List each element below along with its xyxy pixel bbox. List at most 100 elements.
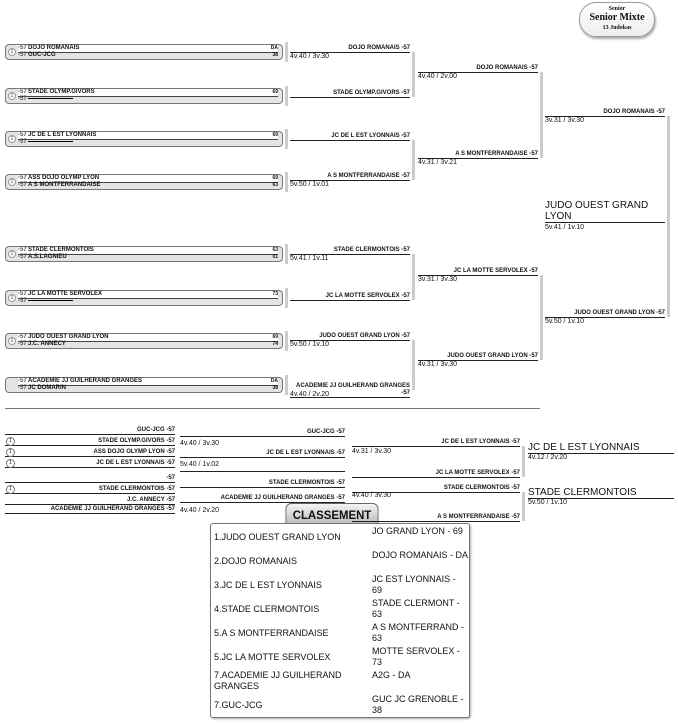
competitor-name: A S MONTFERRANDAISE xyxy=(221,628,329,638)
match-score: 5v.50 / 1v.10 xyxy=(528,499,568,506)
badge-title: Senior Mixte xyxy=(589,12,645,23)
match-score: 4v.31 / 3v.21 xyxy=(418,159,458,166)
match-score: 5v.41 / 1v.11 xyxy=(290,255,329,262)
weight-category: -57 xyxy=(18,182,27,188)
empty-slot xyxy=(28,299,73,301)
winner-line: JC LA MOTTE SERVOLEX -57 xyxy=(290,293,410,301)
competitor-name: ASS DOJO OLYMP LYON xyxy=(28,175,100,181)
competitor-score: 38 xyxy=(272,52,278,58)
seed-icon: 1 xyxy=(8,92,16,100)
ranking-name: 5.JC LA MOTTE SERVOLEX xyxy=(214,652,372,662)
rank-number: 2. xyxy=(214,556,222,566)
connector xyxy=(285,42,288,62)
winner-line: DOJO ROMANAIS -57 xyxy=(545,109,665,117)
ranking-name: 2.DOJO ROMANAIS xyxy=(214,556,372,566)
final-score: 5v.41 / 1v.10 xyxy=(545,224,585,231)
weight-category: -57 xyxy=(18,139,27,145)
seed-icon: 1 xyxy=(6,437,15,446)
competitor-row: -57 xyxy=(18,298,278,305)
repechage-entry: JC DE L EST LYONNAIS -57 xyxy=(180,450,345,458)
competitor-score: DA xyxy=(270,378,278,384)
competitor-score: 69 xyxy=(272,175,278,181)
repechage-entry: JC DE L EST LYONNAIS -57 xyxy=(352,439,520,447)
repechage-entry: GUC-JCG -57 xyxy=(5,427,175,435)
club-name: GUC JC GRENOBLE - 38 xyxy=(372,694,464,715)
winner-line: DOJO ROMANAIS -57 xyxy=(418,65,538,73)
seed-icon: 1 xyxy=(8,250,16,258)
match-score: 3v.31 / 3v.30 xyxy=(545,117,585,124)
connector xyxy=(285,375,288,395)
competitor-name: STADE CLERMONTOIS xyxy=(221,604,320,614)
connector xyxy=(285,129,288,149)
winner-line: JC LA MOTTE SERVOLEX -57 xyxy=(418,268,538,276)
connector xyxy=(412,52,415,97)
match-score: 4v.40 / 3v.30 xyxy=(180,440,220,447)
competitor-row: -57 xyxy=(18,139,278,146)
repechage-entry: STADE CLERMONTOIS -57 xyxy=(5,486,175,494)
winner-line: STADE OLYMP.GIVORS -57 xyxy=(290,90,410,98)
divider xyxy=(5,408,540,409)
competitor-score: 01 xyxy=(272,254,278,260)
competitor-score: 69 xyxy=(272,334,278,340)
classement-tab[interactable]: CLASSEMENT xyxy=(285,503,379,524)
connector xyxy=(285,288,288,308)
competitor-name: STADE CLERMONTOIS xyxy=(28,247,94,253)
competitor-name: DOJO ROMANAIS xyxy=(221,556,298,566)
match-score: 4v.31 / 3v.30 xyxy=(418,361,458,368)
ranking-name: 5.A S MONTFERRANDAISE xyxy=(214,628,372,638)
match-score: 4v.40 / 2v.20 xyxy=(290,391,330,398)
connector xyxy=(285,331,288,351)
repechage-entry: STADE OLYMP.GIVORS -57 xyxy=(5,438,175,446)
repechage-entry: JC LA MOTTE SERVOLEX -57 xyxy=(352,470,520,478)
connector xyxy=(522,492,525,521)
competitor-name: JC DOMARIN xyxy=(28,385,67,391)
ranking-name: 7.GUC-JCG xyxy=(214,700,372,710)
repechage-entry: JC DE L EST LYONNAIS -57 xyxy=(5,460,175,468)
seed-icon: 1 xyxy=(6,485,15,494)
match-score: 5v.40 / 1v.02 xyxy=(180,461,220,468)
seed-icon: 1 xyxy=(8,178,16,186)
winner-line: JUDO OUEST GRAND LYON -57 xyxy=(418,353,538,361)
weight-category: -57 xyxy=(18,341,27,347)
repechage-entry: GUC-JCG -57 xyxy=(180,429,345,437)
weight-category: -57 xyxy=(18,52,27,58)
connector xyxy=(285,86,288,106)
match-score: 5v.50 / 1v.10 xyxy=(545,318,585,325)
competitor-name: ACADEMIE JJ GUILHERAND GRANGES xyxy=(214,670,342,691)
connector xyxy=(522,446,525,477)
seed-icon: 1 xyxy=(8,48,16,56)
competitor-name: JUDO OUEST GRAND LYON xyxy=(221,532,341,542)
competitor-name: STADE OLYMP.GIVORS xyxy=(28,89,95,95)
seed-icon: 1 xyxy=(8,294,16,302)
competitor-name: GUC-JCG xyxy=(221,700,263,710)
weight-category: -57 xyxy=(18,385,27,391)
weight-category: -57 xyxy=(18,334,27,340)
connector xyxy=(540,72,543,158)
weight-category: -57 xyxy=(18,247,27,253)
competitor-name: A.S.LAGNIEU xyxy=(28,254,67,260)
ranking-name: 7.ACADEMIE JJ GUILHERAND GRANGES xyxy=(214,670,372,692)
connector xyxy=(540,275,543,360)
match-score: 5v.50 / 1v.10 xyxy=(290,341,330,348)
competitor-name: JC DE L EST LYONNAIS xyxy=(28,132,97,138)
competitor-name: A S MONTFERRANDAISE xyxy=(28,182,101,188)
repechage-entry: -57 xyxy=(5,475,175,483)
